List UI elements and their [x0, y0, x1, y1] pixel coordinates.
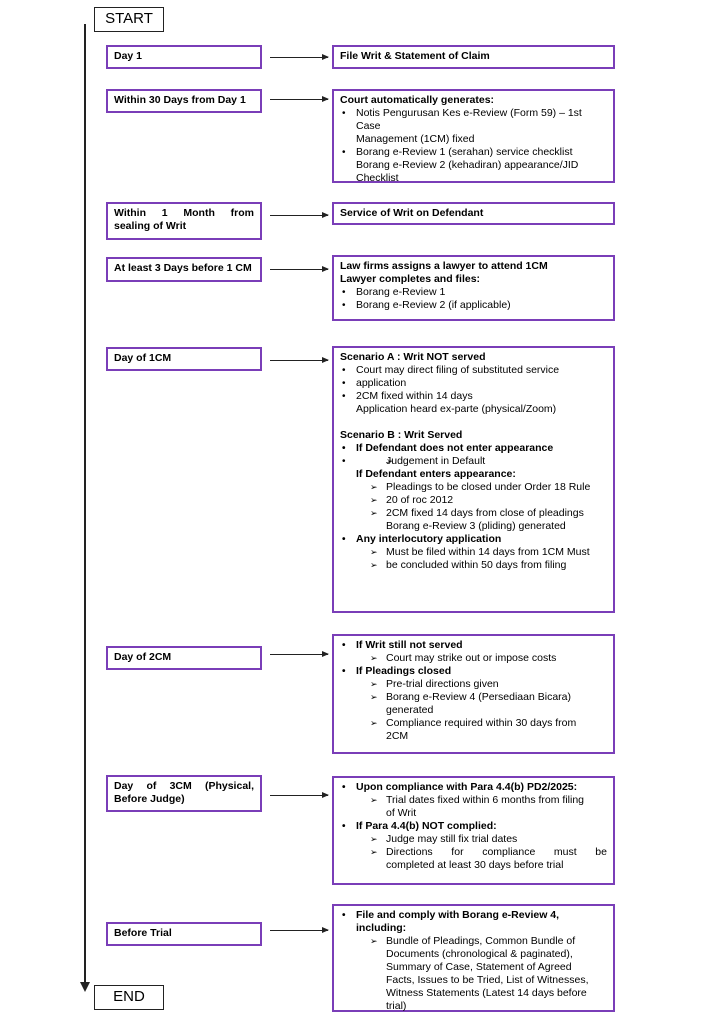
sub-item: Documents (chronological & paginated),	[386, 948, 573, 960]
step-label-within-30-days: Within 30 Days from Day 1	[106, 89, 262, 113]
content-heading: Court automatically generates:	[340, 94, 495, 106]
sub-item: Judge may still fix trial dates	[340, 833, 607, 846]
sub-item: 2CM	[386, 730, 409, 742]
sub-item: Summary of Case, Statement of Agreed	[386, 961, 572, 973]
scenario-a-heading: Scenario A : Writ NOT served	[340, 351, 486, 363]
content-heading: Service of Writ on Defendant	[340, 207, 484, 219]
step-arrow	[270, 54, 329, 60]
step-label-within-1-month: Within 1 Month from sealing of Writ	[106, 202, 262, 240]
list-item: Management (1CM) fixed	[356, 133, 475, 145]
list-item: Borang e-Review 1	[340, 286, 607, 299]
step-arrow	[270, 792, 329, 798]
list-item: File and comply with Borang e-Review 4, …	[340, 909, 607, 935]
step-content-before-trial: File and comply with Borang e-Review 4, …	[332, 904, 615, 1012]
list-item: 2CM fixed within 14 days	[340, 390, 607, 403]
list-item: Judgement in Default	[340, 455, 607, 468]
step-arrow	[270, 266, 329, 272]
list-item: Notis Pengurusan Kes e-Review (Form 59) …	[340, 107, 607, 133]
timeline-line	[84, 24, 86, 985]
step-content-day-1: File Writ & Statement of Claim	[332, 45, 615, 69]
list-item: Borang e-Review 1 (serahan) service chec…	[340, 146, 607, 159]
list-item: If Pleadings closed	[340, 665, 607, 678]
sub-item: Borang e-Review 3 (pliding) generated	[386, 520, 566, 532]
list-item: If Writ still not served	[340, 639, 607, 652]
sub-item: be concluded within 50 days from filing	[340, 559, 607, 572]
list-item: Any interlocutory application	[340, 533, 607, 546]
step-content-lawyer-assignment: Law firms assigns a lawyer to attend 1CM…	[332, 255, 615, 321]
step-label-day-1: Day 1	[106, 45, 262, 69]
sub-item: Compliance required within 30 days from	[340, 717, 607, 730]
scenario-b-heading: Scenario B : Writ Served	[340, 429, 463, 441]
step-arrow	[270, 212, 329, 218]
sub-item: Borang e-Review 4 (Persediaan Bicara)	[340, 691, 607, 704]
step-arrow	[270, 927, 329, 933]
step-content-service-of-writ: Service of Writ on Defendant	[332, 202, 615, 225]
step-content-day-of-2cm: If Writ still not served Court may strik…	[332, 634, 615, 754]
sub-item: Must be filed within 14 days from 1CM Mu…	[340, 546, 607, 559]
step-content-day-of-1cm: Scenario A : Writ NOT served Court may d…	[332, 346, 615, 613]
step-label-before-trial: Before Trial	[106, 922, 262, 946]
content-subheading: Lawyer completes and files:	[340, 273, 481, 285]
step-content-within-30-days: Court automatically generates: Notis Pen…	[332, 89, 615, 184]
list-item: If Para 4.4(b) NOT complied:	[340, 820, 607, 833]
sub-item: Pre-trial directions given	[340, 678, 607, 691]
step-arrow	[270, 96, 329, 102]
start-terminal: START	[94, 7, 164, 32]
sub-item: Facts, Issues to be Tried, List of Witne…	[386, 974, 589, 986]
sub-item: 20 of roc 2012	[340, 494, 607, 507]
list-item: Checklist	[356, 172, 399, 184]
list-item: Upon compliance with Para 4.4(b) PD2/202…	[340, 781, 607, 794]
list-item: application	[340, 377, 607, 390]
step-content-day-of-3cm: Upon compliance with Para 4.4(b) PD2/202…	[332, 776, 615, 885]
content-heading: File Writ & Statement of Claim	[340, 50, 490, 62]
sub-item: Trial dates fixed within 6 months from f…	[340, 794, 607, 807]
sub-item: Directions for compliance must be	[340, 846, 607, 859]
sub-item: Judgement in Default	[356, 455, 607, 468]
end-terminal: END	[94, 985, 164, 1010]
content-heading: Law firms assigns a lawyer to attend 1CM	[340, 260, 548, 272]
step-label-3-days-before-1cm: At least 3 Days before 1 CM	[106, 257, 262, 282]
sub-item: completed at least 30 days before trial	[386, 859, 564, 871]
timeline-arrowhead	[80, 982, 90, 992]
step-label-day-of-3cm: Day of 3CM (Physical, Before Judge)	[106, 775, 262, 812]
sub-item: generated	[386, 704, 434, 716]
sub-item: trial)	[386, 1000, 407, 1012]
sub-item: 2CM fixed 14 days from close of pleading…	[340, 507, 607, 520]
step-arrow	[270, 651, 329, 657]
sub-item: of Writ	[386, 807, 417, 819]
sub-item: Court may strike out or impose costs	[340, 652, 607, 665]
sub-item: Pleadings to be closed under Order 18 Ru…	[340, 481, 607, 494]
list-item: Application heard ex-parte (physical/Zoo…	[356, 403, 557, 415]
list-item: Borang e-Review 2 (kehadiran) appearance…	[356, 159, 579, 171]
list-item: If Defendant does not enter appearance	[340, 442, 607, 455]
sub-item: Witness Statements (Latest 14 days befor…	[386, 987, 587, 999]
sub-item: Bundle of Pleadings, Common Bundle of	[340, 935, 607, 948]
list-item: Court may direct filing of substituted s…	[340, 364, 607, 377]
sub-heading: If Defendant enters appearance:	[356, 468, 516, 480]
step-arrow	[270, 357, 329, 363]
list-item: Borang e-Review 2 (if applicable)	[340, 299, 607, 312]
step-label-day-of-2cm: Day of 2CM	[106, 646, 262, 670]
step-label-day-of-1cm: Day of 1CM	[106, 347, 262, 371]
